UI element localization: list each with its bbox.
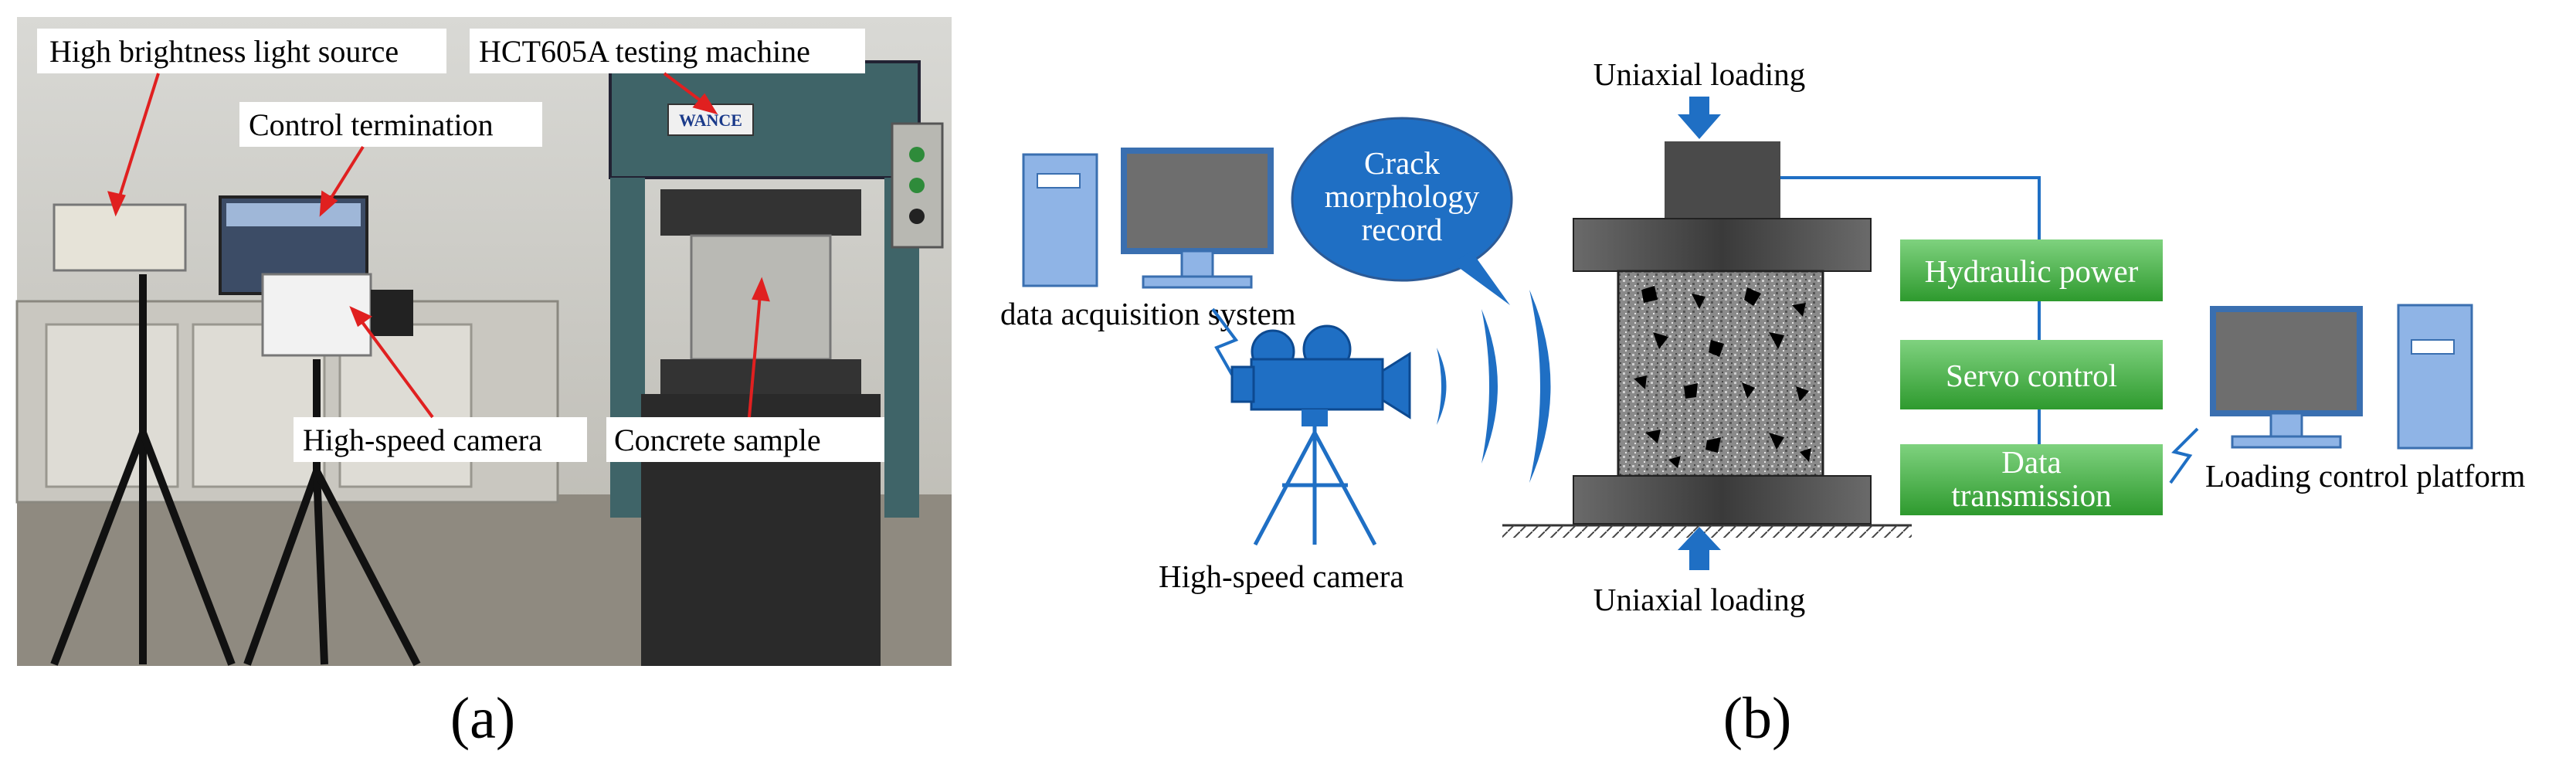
wave-1 (1437, 348, 1447, 425)
control-chain: Hydraulic power Servo control Data trans… (1900, 239, 2163, 515)
label-box (37, 29, 446, 73)
signal-waves (1437, 290, 1551, 483)
tripods-photo (50, 274, 421, 667)
camera-lens (1381, 352, 1411, 419)
photo-panel-a: WANCE High brightness light source HCT60… (15, 17, 952, 667)
ground-hatch (1502, 525, 1912, 538)
loading-label-top: Uniaxial loading (1593, 56, 1805, 92)
photo-labels: High brightness light source HCT605A tes… (37, 29, 884, 462)
concrete-sample-label: Concrete sample (614, 423, 821, 457)
label-box (470, 29, 865, 73)
monitor-screen (226, 203, 361, 226)
data-transmission-box (1900, 444, 2163, 515)
camera-lens-photo (371, 290, 413, 336)
label-box (239, 102, 542, 147)
label-box (294, 417, 587, 462)
upper-platen (1573, 218, 1872, 272)
high-speed-camera-label: High-speed camera (303, 423, 542, 457)
wave-3 (1529, 290, 1551, 483)
wireless-link-camera (1211, 307, 1239, 375)
hydraulic-power-box (1900, 239, 2163, 301)
bubble-line-2: morphology (1325, 178, 1480, 214)
panel-label-b: (b) (1723, 686, 1792, 751)
control-line (1780, 176, 2041, 239)
light-source-label: High brightness light source (49, 34, 399, 69)
arrow-concrete-sample (748, 285, 762, 418)
data-transmission-line-1: Data (2001, 444, 2061, 480)
loading-head (1665, 141, 1780, 219)
hydraulic-power-label: Hydraulic power (1925, 253, 2139, 289)
schematic-panel-b: data acquisition system Crack morphology… (1000, 56, 2526, 617)
lower-platen (1573, 475, 1872, 525)
concrete-specimen (1617, 270, 1824, 477)
loading-control-platform-label: Loading control platform (2205, 458, 2526, 494)
computer-tower-right (2397, 304, 2473, 450)
wireless-link-platform (2169, 427, 2199, 484)
wave-2 (1481, 309, 1498, 464)
light-source-box (53, 203, 187, 272)
computer-tower-left (1022, 153, 1098, 287)
servo-control-box (1900, 340, 2163, 409)
arrow-camera (354, 311, 434, 419)
panel-label-a: (a) (450, 686, 515, 751)
loading-label-bottom: Uniaxial loading (1593, 582, 1805, 617)
camera-schematic (1230, 324, 1411, 546)
label-box (606, 417, 884, 462)
pointer-arrows (107, 72, 770, 419)
bubble-line-3: record (1362, 212, 1443, 247)
loading-arrow-bottom (1678, 527, 1721, 570)
camera-schematic-label: High-speed camera (1159, 559, 1404, 594)
testing-machine-label: HCT605A testing machine (479, 34, 810, 69)
speech-bubble: Crack morphology record (1291, 117, 1513, 305)
camera-body (1250, 358, 1384, 411)
servo-control-label: Servo control (1946, 358, 2117, 393)
bubble-line-1: Crack (1364, 145, 1440, 181)
camera-photo (261, 273, 372, 357)
monitor-right (2210, 306, 2363, 416)
data-acquisition-label: data acquisition system (1000, 296, 1296, 331)
loading-control-platform (2210, 304, 2473, 450)
arrow-light-source (114, 73, 160, 209)
specimen-aggregates (1634, 286, 1811, 468)
loading-arrow-top (1678, 97, 1721, 139)
camera-tripod (1253, 426, 1377, 546)
monitor-left (1121, 148, 1274, 254)
data-transmission-line-2: transmission (1951, 477, 2111, 513)
control-termination-label: Control termination (249, 107, 494, 142)
daq-computer (1022, 148, 1274, 289)
brand-text: WANCE (679, 110, 742, 130)
